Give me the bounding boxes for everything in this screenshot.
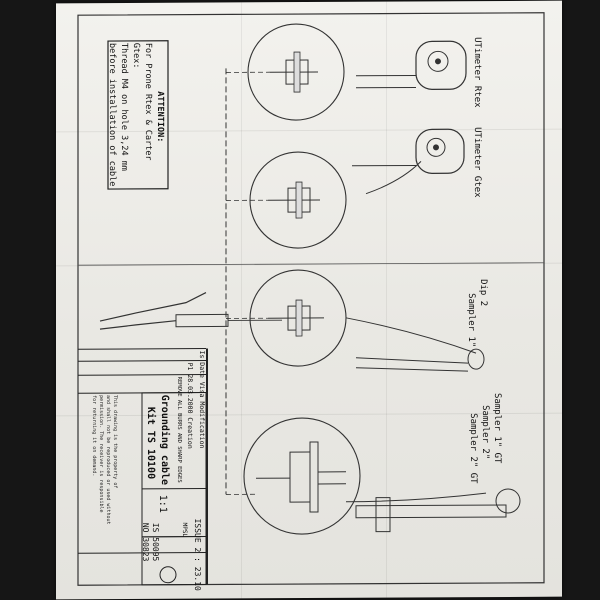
attention-text: ATTENTION: For Prone Rtex & Carter Gtex:… [106, 43, 166, 191]
product-title-2: Kit TS 10100 [145, 406, 156, 480]
product-title-1: Grounding cable [159, 394, 170, 486]
scale-label: 1:1 [157, 494, 168, 513]
mpsl-label: MPSL [181, 522, 188, 538]
revision-row: P1 28.03.2000 Creation [186, 362, 194, 449]
label-dip2: Dip 2 [478, 279, 488, 307]
utimeter-rtex-drawing [356, 40, 467, 90]
drawing-svg [77, 12, 545, 586]
technical-drawing-sheet: ATTENTION: For Prone Rtex & Carter Gtex:… [56, 0, 562, 600]
label-sampler2: Sampler 2" [480, 405, 490, 460]
detail-circle-1 [226, 23, 345, 121]
drawing-number: NO 30823 [141, 522, 150, 562]
utimeter-gtex-drawing [352, 128, 465, 195]
label-sampler2gt: Sampler 2" GT [468, 413, 478, 484]
notice-text-4: for returning it on demand. [91, 395, 97, 477]
issue-label: ISSUE 2 : 23.10 [193, 518, 202, 591]
attention-line-2: Thread M4 on hole 3,24 mm [119, 42, 129, 171]
drawing-border [77, 12, 545, 586]
notice-text-2: and shall not be reproduced or used with… [105, 395, 111, 525]
title-block [78, 348, 208, 586]
label-sampler1gt: Sampler 1" GT [492, 392, 502, 464]
remove-burrs-note: REMOVE ALL BURRS AND SHARP EDGES [176, 376, 182, 483]
attention-line-1: For Prone Rtex & Carter Gtex: [131, 42, 153, 161]
revision-header: Is Date Visa Modification [198, 350, 206, 449]
label-utimeter-gtex: UTimeter Gtex [472, 127, 482, 198]
sampler-gt-drawing [345, 488, 521, 533]
sampler-cable-drawing [345, 317, 485, 372]
notice-text-3: permission. The receiver is responsible [98, 395, 104, 513]
detail-circle-2 [226, 151, 347, 249]
standard-label: IS 50095 [151, 522, 160, 562]
label-sampler1: Sampler 1" [466, 293, 476, 348]
crocodile-clip-drawing [99, 292, 282, 330]
attention-title: ATTENTION: [155, 91, 165, 143]
detail-circle-3 [226, 269, 347, 367]
attention-line-3: before installation of cable [107, 43, 117, 187]
attention-box [107, 40, 169, 190]
label-utimeter-rtex: UTimeter Rtex [472, 37, 482, 108]
notice-text-1: This drawing is the property of [112, 395, 118, 489]
detail-circle-4 [226, 417, 361, 535]
